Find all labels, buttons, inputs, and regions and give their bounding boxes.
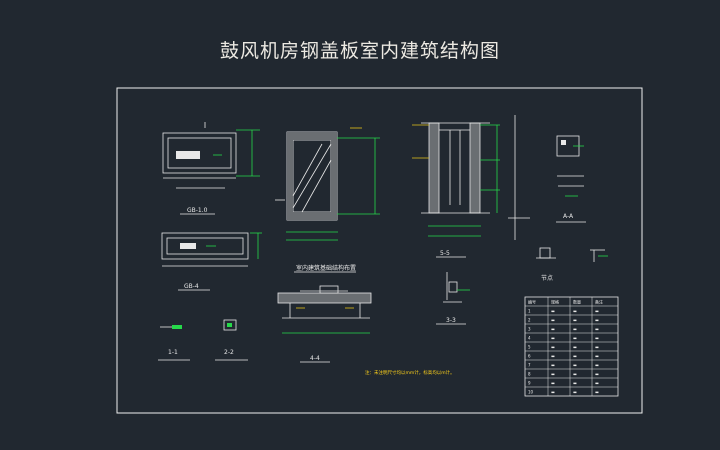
detail-b-label: GB-4 bbox=[184, 283, 199, 290]
table-cell: ▬ bbox=[551, 372, 555, 377]
table-cell: ▬ bbox=[595, 390, 599, 395]
table-cell: ▬ bbox=[595, 381, 599, 386]
table-cell: ▬ bbox=[595, 363, 599, 368]
table-cell: ▬ bbox=[551, 381, 555, 386]
drawing-title: 鼓风机房钢盖板室内建筑结构图 bbox=[219, 40, 500, 62]
table-cell: ▬ bbox=[595, 318, 599, 323]
table-cell: ▬ bbox=[551, 354, 555, 359]
table-cell: 4 bbox=[528, 336, 531, 341]
table-cell: 9 bbox=[528, 381, 531, 386]
table-cell: ▬ bbox=[595, 327, 599, 332]
table-cell: ▬ bbox=[573, 363, 577, 368]
table-cell: ▬ bbox=[551, 309, 555, 314]
section-4-label: 4-4 bbox=[310, 355, 320, 362]
table-cell: ▬ bbox=[595, 345, 599, 350]
table-cell: 2 bbox=[528, 318, 531, 323]
table-cell: ▬ bbox=[573, 327, 577, 332]
table-cell: ▬ bbox=[573, 345, 577, 350]
section-2-label: 2-2 bbox=[224, 349, 234, 356]
table-cell: ▬ bbox=[551, 336, 555, 341]
table-cell: ▬ bbox=[551, 345, 555, 350]
table-cell: 3 bbox=[528, 327, 531, 332]
table-cell: 8 bbox=[528, 372, 531, 377]
table-header-cell: 备注 bbox=[595, 299, 603, 305]
table-header-cell: 数量 bbox=[573, 299, 581, 305]
table-cell: ▬ bbox=[595, 309, 599, 314]
cover-plate-plan-b bbox=[161, 232, 262, 267]
section-1-1-drawing bbox=[158, 325, 190, 361]
table-cell: 1 bbox=[528, 309, 531, 314]
section-3-3-drawing bbox=[443, 272, 470, 303]
table-cell: ▬ bbox=[595, 354, 599, 359]
schedule-table: 编号 规格 数量 备注 1 ▬ ▬ ▬ 2 ▬ ▬ ▬ 3 ▬ ▬ ▬ 4 ▬ ▬ ▬ 5 ▬ ▬ ▬ 6 ▬ ▬ ▬ 7 ▬ ▬ ▬ 8 ▬ ▬ ▬… bbox=[524, 296, 619, 397]
table-cell: ▬ bbox=[551, 327, 555, 332]
table-header-cell: 编号 bbox=[528, 299, 536, 305]
section-2-2-drawing bbox=[215, 319, 248, 361]
section-1-label: 1-1 bbox=[168, 349, 178, 356]
table-cell: ▬ bbox=[573, 372, 577, 377]
table-cell: ▬ bbox=[573, 309, 577, 314]
table-cell: 5 bbox=[528, 345, 531, 350]
sheet-frame bbox=[116, 87, 643, 414]
table-cell: ▬ bbox=[595, 372, 599, 377]
foundation-section bbox=[277, 285, 372, 334]
plan-hatched-wall bbox=[275, 127, 380, 241]
table-cell: ▬ bbox=[573, 354, 577, 359]
detail-a-label: GB-1.0 bbox=[187, 207, 208, 214]
table-cell: ▬ bbox=[573, 336, 577, 341]
table-cell: ▬ bbox=[551, 390, 555, 395]
table-header-cell: 规格 bbox=[551, 299, 559, 305]
node-detail-label: 节点 bbox=[541, 274, 553, 282]
plan-title: 室内建筑基础结构布置 bbox=[296, 264, 356, 272]
cover-plate-plan-a bbox=[162, 122, 260, 189]
section-5-label: 5-5 bbox=[440, 250, 450, 257]
wall-section bbox=[412, 115, 530, 240]
table-cell: ▬ bbox=[551, 318, 555, 323]
table-cell: 10 bbox=[528, 390, 534, 395]
table-cell: 7 bbox=[528, 363, 531, 368]
table-cell: ▬ bbox=[573, 390, 577, 395]
table-cell: ▬ bbox=[595, 336, 599, 341]
right-detail-2 bbox=[536, 247, 608, 262]
drawing-note: 注：未注明尺寸均以mm计，标高均以m计。 bbox=[365, 369, 455, 376]
section-a-label: A-A bbox=[563, 213, 574, 220]
table-cell: 6 bbox=[528, 354, 531, 359]
table-cell: ▬ bbox=[551, 363, 555, 368]
section-3-label: 3-3 bbox=[446, 317, 456, 324]
right-detail-1 bbox=[556, 135, 586, 223]
table-cell: ▬ bbox=[573, 318, 577, 323]
table-cell: ▬ bbox=[573, 381, 577, 386]
